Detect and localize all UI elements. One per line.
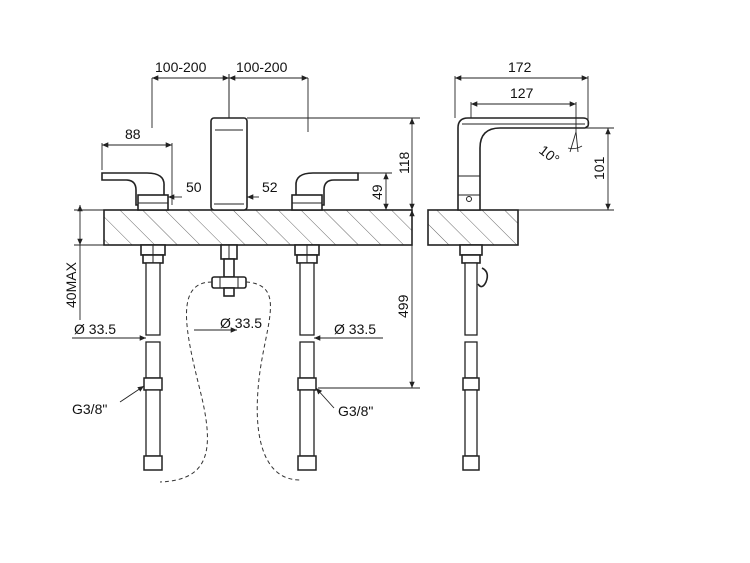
dashed-hose-left [159,281,213,483]
left-hose [143,262,163,471]
spacing-left-label: 100-200 [155,59,207,75]
countertop-side [427,209,519,246]
dia-center-label: Ø 33.5 [220,315,262,331]
dim-118-label: 118 [396,151,412,174]
width-127-label: 127 [510,85,534,101]
dashed-hose-right [245,281,301,481]
front-dimension-labels: 100-200 100-200 88 50 52 118 49 499 40MA… [63,59,412,419]
dim-49-label: 49 [369,184,385,200]
right-hose [297,262,317,471]
dia-right-label: Ø 33.5 [334,321,376,337]
dim-499-label: 499 [395,294,411,318]
front-view [101,74,413,483]
countertop-front [103,209,413,246]
dim-50-label: 50 [186,179,202,195]
angle-label: 10° [536,142,563,168]
side-spout [457,117,590,211]
left-valve [101,172,169,264]
right-valve [291,172,359,264]
thread-right-label: G3/8" [338,403,373,419]
max40-label: 40MAX [63,261,79,308]
spacing-right-label: 100-200 [236,59,288,75]
width-172-label: 172 [508,59,532,75]
thread-left-label: G3/8" [72,401,107,417]
center-spout [210,117,248,297]
side-view: 172 127 101 10° [427,59,614,471]
handle-88-label: 88 [125,126,141,142]
dim-52-label: 52 [262,179,278,195]
dia-left-label: Ø 33.5 [74,321,116,337]
front-dimensions [72,75,420,409]
dim-101-label: 101 [591,156,607,180]
